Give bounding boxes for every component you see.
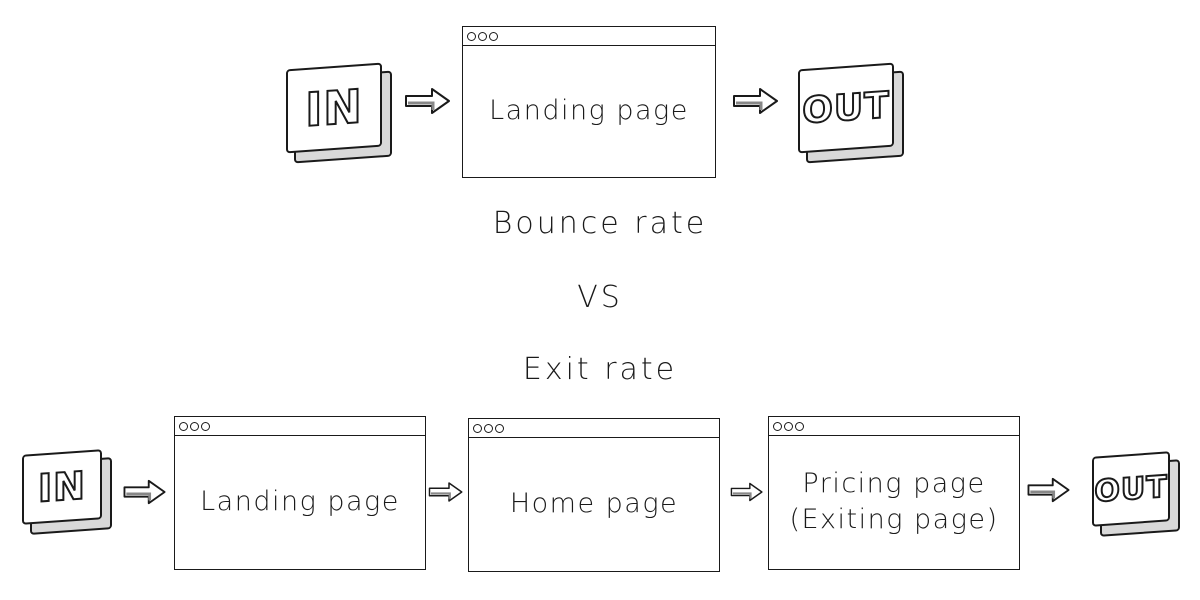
pricing-page-window: Pricing page (Exiting page) <box>768 416 1020 570</box>
landing-page-window-top: Landing page <box>462 26 716 178</box>
home-page-label: Home page <box>509 487 679 519</box>
arrow-icon <box>1027 477 1070 503</box>
home-page-window: Home page <box>468 418 720 572</box>
in-sign-label: IN <box>304 78 364 138</box>
arrow-icon <box>405 88 450 114</box>
arrow-icon <box>730 482 763 502</box>
bounce-rate-caption: Bounce rate <box>492 206 708 241</box>
in-sign-bottom: IN <box>22 449 112 535</box>
in-sign-label: IN <box>37 462 87 511</box>
out-sign-top: OUT <box>798 62 904 164</box>
landing-page-label: Landing page <box>489 94 689 126</box>
arrow-icon <box>428 482 463 502</box>
window-dot-icon <box>478 31 487 41</box>
landing-page-label: Landing page <box>200 485 400 517</box>
window-title-bar <box>175 417 425 436</box>
window-title-bar <box>769 417 1019 436</box>
out-sign-label: OUT <box>801 83 890 132</box>
vs-caption: VS <box>577 280 623 315</box>
window-dot-icon <box>467 31 476 41</box>
window-dot-icon <box>795 421 804 431</box>
window-dot-icon <box>773 421 782 431</box>
window-dot-icon <box>484 423 493 433</box>
in-sign-top: IN <box>286 62 392 164</box>
window-dot-icon <box>190 421 199 431</box>
window-title-bar <box>469 419 719 438</box>
window-title-bar <box>463 27 715 46</box>
window-dot-icon <box>489 31 498 41</box>
out-sign-bottom: OUT <box>1092 451 1180 537</box>
arrow-icon <box>123 479 166 505</box>
window-dot-icon <box>179 421 188 431</box>
window-dot-icon <box>473 423 482 433</box>
arrow-icon <box>733 88 778 114</box>
exit-rate-caption: Exit rate <box>522 352 678 387</box>
window-dot-icon <box>201 421 210 431</box>
landing-page-window-bottom: Landing page <box>174 416 426 570</box>
window-dot-icon <box>784 421 793 431</box>
out-sign-label: OUT <box>1093 468 1168 510</box>
window-dot-icon <box>495 423 504 433</box>
exiting-page-label: (Exiting page) <box>789 504 999 535</box>
pricing-page-label: Pricing page <box>802 467 986 499</box>
